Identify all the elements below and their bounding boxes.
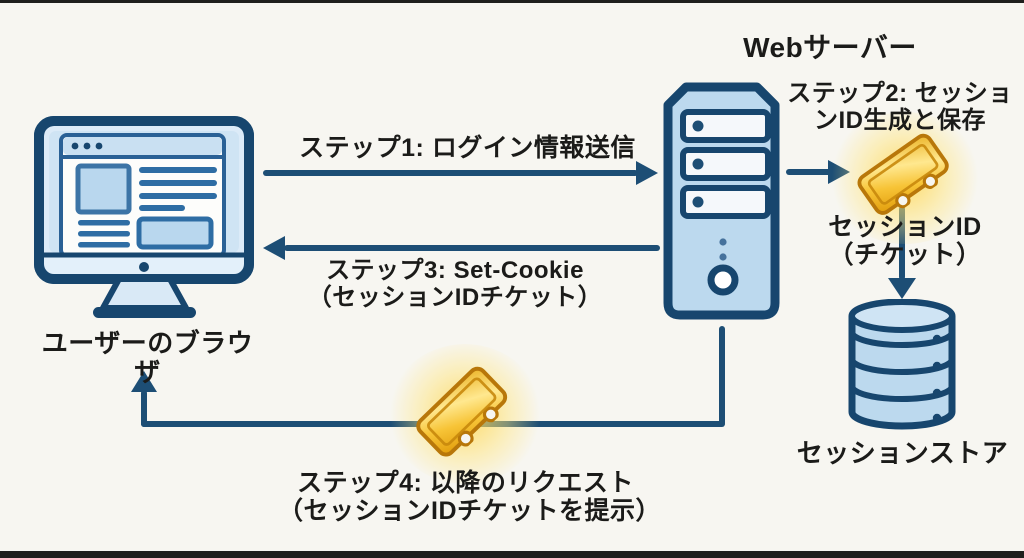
step1-arrow-head bbox=[636, 161, 658, 185]
step3-label: ステップ3: Set-Cookie （セッションIDチケット） bbox=[307, 257, 603, 311]
step3-arrow-line bbox=[284, 245, 660, 251]
step4-arrow-head bbox=[131, 371, 157, 392]
monitor-icon bbox=[34, 116, 254, 318]
step3-arrow-head bbox=[263, 236, 285, 260]
session-store-label: セッションストア bbox=[796, 438, 1009, 468]
step2-arrow-line bbox=[786, 169, 832, 175]
ticket-icon bbox=[857, 133, 949, 215]
web-server-label: Webサーバー bbox=[743, 32, 917, 63]
step4-label: ステップ4: 以降のリクエスト （セッションIDチケットを提示） bbox=[278, 469, 662, 525]
session-id-arrow-head bbox=[888, 278, 916, 299]
top-edge-strip bbox=[0, 0, 1024, 3]
step2-label: ステップ2: セッショ ンID生成と保存 bbox=[787, 80, 1013, 134]
step4-arrow-segment-up bbox=[141, 390, 147, 427]
ticket-icon bbox=[416, 366, 508, 457]
step1-arrow-line bbox=[263, 170, 638, 176]
step4-arrow-segment-down bbox=[719, 326, 725, 426]
step1-label: ステップ1: ログイン情報送信 bbox=[299, 134, 636, 162]
server-tower-icon bbox=[663, 82, 780, 320]
session-id-label: セッションID （チケット） bbox=[828, 213, 982, 269]
database-icon bbox=[848, 299, 956, 430]
browser-label: ユーザーのブラウザ bbox=[41, 328, 254, 388]
bottom-edge-strip bbox=[0, 551, 1024, 558]
